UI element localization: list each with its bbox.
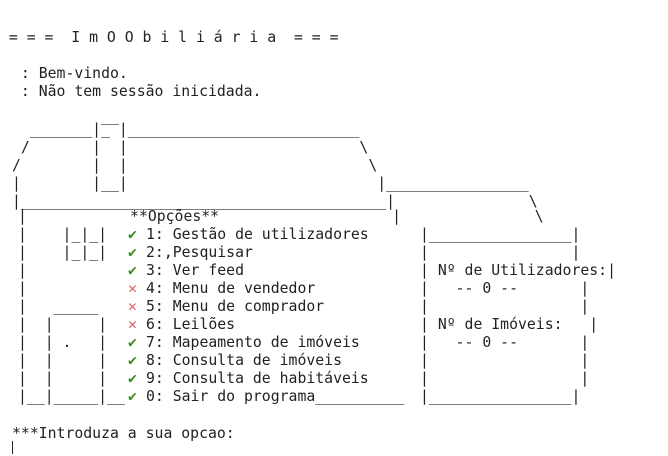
checkmark-icon: ✔ bbox=[128, 388, 137, 405]
ascii-art-row: | _____ bbox=[18, 298, 99, 315]
menu-title: **Opções** bbox=[130, 208, 220, 225]
stats-panel-row: | | bbox=[420, 370, 590, 387]
menu-option-4[interactable]: 5: Menu de comprador bbox=[146, 298, 325, 315]
stats-panel-row: | | bbox=[420, 244, 581, 261]
ascii-art-floor: |_______________________________________… bbox=[12, 193, 538, 210]
menu-option-0[interactable]: 1: Gestão de utilizadores bbox=[146, 226, 369, 243]
stats-panel-row: | Nº de Imóveis: | bbox=[420, 316, 599, 333]
ascii-art-roof-1: __ bbox=[12, 108, 119, 125]
cross-icon: ✕ bbox=[128, 280, 137, 297]
checkmark-icon: ✔ bbox=[128, 352, 137, 369]
ascii-art-row: | | | bbox=[18, 370, 108, 387]
checkmark-icon: ✔ bbox=[128, 244, 137, 261]
stats-panel-row: | Nº de Utilizadores:| bbox=[420, 262, 616, 279]
menu-option-1[interactable]: 2:,Pesquisar bbox=[146, 244, 253, 261]
ascii-art-row: | |_|_| bbox=[18, 226, 108, 243]
stats-panel-row: | | bbox=[420, 298, 590, 315]
ascii-art-row: | | | bbox=[18, 316, 108, 333]
checkmark-icon: ✔ bbox=[128, 226, 137, 243]
menu-option-9[interactable]: 0: Sair do programa__________ bbox=[146, 388, 405, 405]
checkmark-icon: ✔ bbox=[128, 370, 137, 387]
menu-option-7[interactable]: 8: Consulta de imóveis bbox=[146, 352, 342, 369]
cross-icon: ✕ bbox=[128, 316, 137, 333]
menu-option-3[interactable]: 4: Menu de vendedor bbox=[146, 280, 316, 297]
stats-panel-row: | | bbox=[420, 352, 590, 369]
ascii-art-wall: | |__| |________________ bbox=[12, 175, 529, 192]
stats-panel-row: | -- 0 -- | bbox=[420, 334, 590, 351]
welcome-message: : Bem-vindo. bbox=[12, 65, 128, 82]
menu-option-6[interactable]: 7: Mapeamento de imóveis bbox=[146, 334, 360, 351]
ascii-art-roof-3: / | | \ bbox=[12, 139, 369, 156]
ascii-art-row: | |_|_| bbox=[18, 244, 108, 261]
ascii-art-row: | | | bbox=[18, 352, 108, 369]
ascii-art-side: | | \ bbox=[18, 208, 544, 225]
checkmark-icon: ✔ bbox=[128, 262, 137, 279]
ascii-art-row: | bbox=[18, 262, 27, 279]
text-cursor[interactable] bbox=[12, 441, 13, 454]
cross-icon: ✕ bbox=[128, 298, 137, 315]
ascii-art-row: |__|_____|__ bbox=[18, 388, 125, 405]
stats-panel-row: |________________| bbox=[420, 226, 581, 243]
stats-panel-row: | -- 0 -- | bbox=[420, 280, 590, 297]
session-status: : Não tem sessão inicidada. bbox=[12, 83, 262, 100]
input-prompt: ***Introduza a sua opcao: bbox=[12, 425, 235, 442]
app-title: = = = I m O O b i l i á r i a = = = bbox=[0, 29, 339, 46]
ascii-art-roof-2: _______|_ |__________________________ bbox=[12, 121, 360, 138]
menu-option-2[interactable]: 3: Ver feed bbox=[146, 262, 244, 279]
ascii-art-roof-4: / | | \ bbox=[12, 157, 378, 174]
menu-option-5[interactable]: 6: Leilões bbox=[146, 316, 236, 333]
stats-panel-row: |________________| bbox=[420, 388, 581, 405]
menu-option-8[interactable]: 9: Consulta de habitáveis bbox=[146, 370, 369, 387]
ascii-art-row: | | . | bbox=[18, 334, 108, 351]
ascii-art-row: | bbox=[18, 280, 27, 297]
checkmark-icon: ✔ bbox=[128, 334, 137, 351]
